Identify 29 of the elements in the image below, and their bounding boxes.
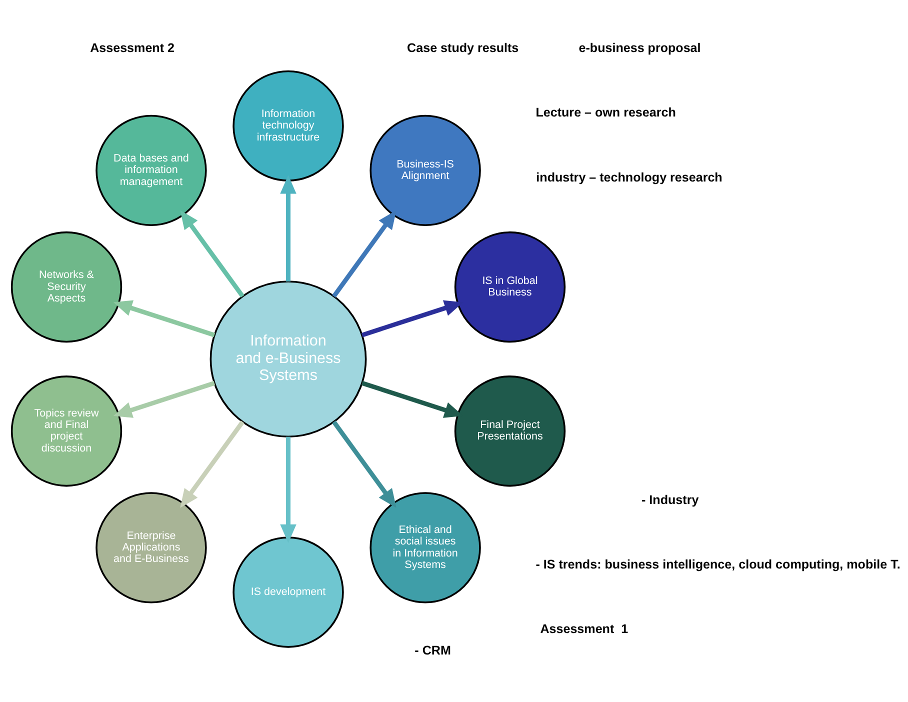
- node-circle: IS in Global Business: [454, 231, 566, 343]
- arrow: [361, 300, 464, 338]
- arrow: [280, 436, 296, 543]
- node-circle: Data bases and information management: [96, 114, 207, 226]
- label: - IS trends: business intelligence, cloud computing, mobile T.: [536, 558, 900, 572]
- node-circle: Networks & Security Aspects: [10, 231, 122, 343]
- arrow: [332, 210, 396, 298]
- node-circle: Information and e-Business Systems: [210, 280, 367, 438]
- label: e-business proposal: [578, 41, 701, 56]
- arrow: [280, 175, 296, 282]
- label: industry – technology research: [536, 170, 722, 184]
- node-circle: Information technology infrastructure: [232, 70, 344, 182]
- node-circle: IS development: [232, 536, 344, 648]
- arrow: [180, 420, 244, 508]
- label: Case study results: [407, 41, 519, 56]
- label: Assessment 2: [90, 41, 174, 56]
- node-circle: Final Project Presentations: [454, 376, 566, 487]
- node-circle: Ethical and social issues in Information Systems: [370, 492, 481, 604]
- arrow: [113, 380, 216, 418]
- node-circle: Topics review and Final project discussion: [10, 376, 122, 487]
- node-circle: Business-IS Alignment: [370, 114, 481, 226]
- arrow: [180, 210, 244, 298]
- node-circle: Enterprise Applications and E-Business: [96, 492, 207, 604]
- label: - Industry: [642, 493, 699, 508]
- arrow: [113, 300, 216, 338]
- arrow: [332, 420, 396, 508]
- label: Lecture – own research: [536, 106, 676, 120]
- label: - CRM: [414, 644, 451, 658]
- label: Assessment 1: [540, 622, 628, 636]
